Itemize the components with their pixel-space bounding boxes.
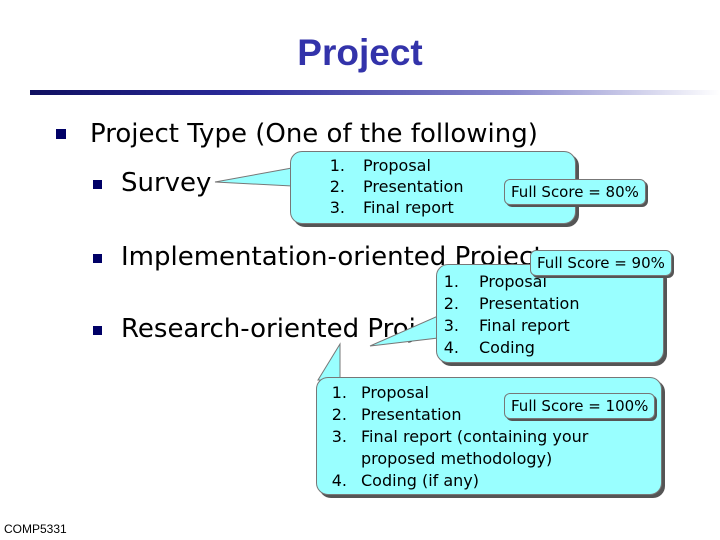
impl-step-2: Presentation [479,294,580,313]
impl-step-1: Proposal [479,272,547,291]
research-step-3b: proposed methodology) [361,449,553,468]
research-bullet-icon [93,326,102,335]
item-survey: Survey [121,168,212,198]
heading-text: Project Type (One of the following) [90,119,538,149]
research-step-2: Presentation [361,405,462,424]
implementation-score-badge: Full Score = 90% [530,250,672,276]
survey-step-num-2: 2. [329,177,345,196]
course-code-footer: COMP5331 [4,522,67,536]
implementation-bullet-icon [93,254,102,263]
research-step-3a: Final report (containing your [361,427,589,446]
impl-step-3: Final report [479,316,570,335]
survey-step-3: Final report [363,198,454,217]
implementation-callout: 1. 2. 3. 4. Proposal Presentation Final … [436,264,664,363]
survey-score-badge: Full Score = 80% [504,179,646,205]
research-step-4: Coding (if any) [361,471,480,490]
research-score-badge: Full Score = 100% [504,393,656,419]
impl-step-num-1: 1. [443,272,459,291]
impl-step-num-3: 3. [443,316,459,335]
research-step-num-3: 3. [331,427,347,446]
survey-bullet-icon [93,180,102,189]
research-step-1: Proposal [361,383,429,402]
survey-callout-tail [214,167,293,187]
survey-step-1: Proposal [363,156,431,175]
survey-step-num-1: 1. [329,156,345,175]
research-step-num-2: 2. [331,405,347,424]
main-bullet-icon [56,129,66,139]
survey-step-num-3: 3. [329,198,345,217]
impl-step-num-2: 2. [443,294,459,313]
impl-step-4: Coding [479,338,535,357]
research-step-num-4: 4. [331,471,347,490]
impl-step-num-4: 4. [443,338,459,357]
slide-title: Project [297,32,423,73]
implementation-callout-tail [369,315,439,347]
research-callout-tail [317,342,341,381]
title-underline [30,90,720,95]
research-step-num-1: 1. [331,383,347,402]
survey-step-2: Presentation [363,177,464,196]
